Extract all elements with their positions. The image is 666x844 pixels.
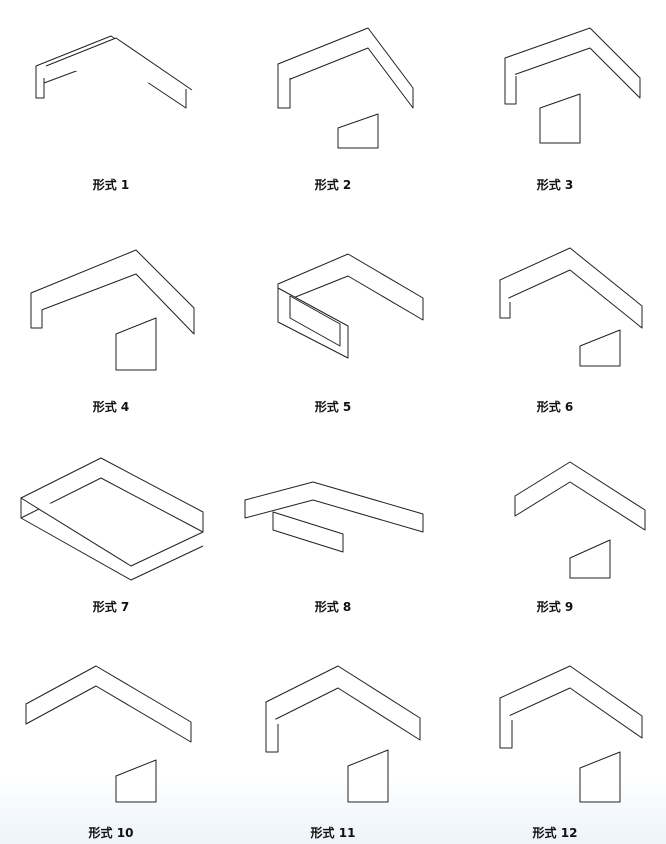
form-3-bellows-drawing — [504, 27, 641, 144]
form-6-label: 形式 6 — [536, 400, 574, 414]
form-11-label: 形式 11 — [310, 826, 356, 840]
form-11-cell: 形式 11 — [222, 656, 444, 840]
form-5-bellows-drawing — [277, 253, 424, 359]
form-1-bellows-drawing — [35, 35, 193, 109]
form-7-cell: 形式 7 — [0, 448, 222, 614]
background-gradient — [0, 774, 666, 844]
form-4-label: 形式 4 — [92, 400, 130, 414]
form-3-label: 形式 3 — [536, 178, 574, 192]
form-7-label: 形式 7 — [92, 600, 130, 614]
form-4-bellows-drawing — [30, 249, 195, 371]
form-12-bellows-drawing — [499, 665, 643, 803]
form-12-label: 形式 12 — [532, 826, 578, 840]
form-12-cell: 形式 12 — [444, 656, 666, 840]
form-3-cell: 形式 3 — [444, 18, 666, 192]
form-5-cell: 形式 5 — [222, 238, 444, 414]
form-5-label: 形式 5 — [314, 400, 352, 414]
form-8-label: 形式 8 — [314, 600, 352, 614]
form-9-label: 形式 9 — [536, 600, 574, 614]
form-9-cell: 形式 9 — [444, 448, 666, 614]
form-6-cell: 形式 6 — [444, 238, 666, 414]
form-10-bellows-drawing — [25, 665, 192, 803]
form-10-cell: 形式 10 — [0, 656, 222, 840]
form-4-cell: 形式 4 — [0, 238, 222, 414]
form-9-bellows-drawing — [514, 461, 646, 579]
form-8-bellows-drawing — [244, 481, 424, 553]
form-2-bellows-drawing — [277, 27, 414, 149]
form-1-cell: 形式 1 — [0, 18, 222, 192]
form-6-bellows-drawing — [499, 247, 643, 367]
form-10-label: 形式 10 — [88, 826, 134, 840]
form-11-bellows-drawing — [265, 665, 421, 803]
form-7-bellows-drawing — [20, 457, 204, 581]
form-1-label: 形式 1 — [92, 178, 130, 192]
form-2-cell: 形式 2 — [222, 18, 444, 192]
form-8-cell: 形式 8 — [222, 448, 444, 614]
form-2-label: 形式 2 — [314, 178, 352, 192]
